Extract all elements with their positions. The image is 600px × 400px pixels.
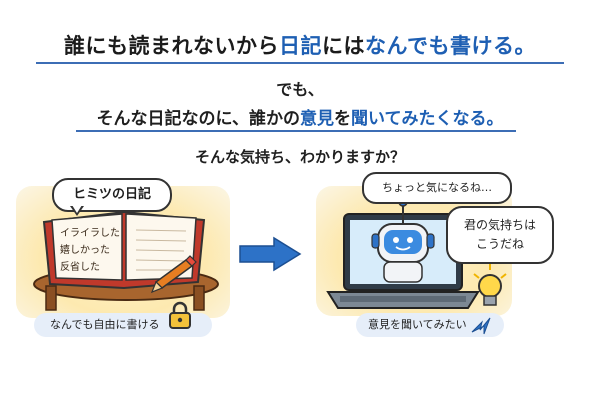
subline-underline bbox=[76, 130, 516, 132]
opinion-bubble-line1: 君の気持ちは bbox=[463, 218, 536, 232]
opinion-bubble-line2: こうだね bbox=[475, 237, 524, 251]
diary-line-1: イライラした bbox=[60, 228, 120, 239]
headline: 誰にも読まれないから日記にはなんでも書ける。 bbox=[0, 30, 600, 60]
headline-part1: 誰にも読まれないから bbox=[64, 34, 280, 58]
line3-part3: を bbox=[334, 109, 351, 129]
headline-part3: には bbox=[322, 34, 366, 58]
cursor-arrow-icon bbox=[471, 317, 491, 335]
diary-book-icon bbox=[33, 210, 219, 311]
right-arrow-icon bbox=[239, 236, 302, 272]
subline-opinion: そんな日記なのに、誰かの意見を聞いてみたくなる。 bbox=[0, 104, 600, 129]
caption-right-text: 意見を聞いてみたい bbox=[368, 318, 467, 331]
line3-part4: 聞いてみたくなる。 bbox=[351, 109, 504, 129]
caption-left-text: なんでも自由に書ける bbox=[50, 318, 160, 331]
bubble-tail-inner bbox=[72, 205, 82, 213]
laptop-icon bbox=[326, 197, 480, 309]
headline-part4: なんでも書ける。 bbox=[365, 34, 536, 58]
subline-demo: でも、 bbox=[276, 80, 324, 99]
headline-underline bbox=[36, 62, 564, 64]
diary-line-3: 反省した bbox=[60, 262, 100, 273]
headline-part2: 日記 bbox=[279, 34, 323, 58]
line3-part2: 意見 bbox=[300, 109, 334, 129]
pencil-icon bbox=[150, 255, 197, 294]
lightbulb-icon bbox=[473, 264, 507, 306]
curious-bubble: ちょっと気になるね… bbox=[362, 172, 512, 204]
opinion-bubble: 君の気持ちは こうだね bbox=[446, 206, 554, 264]
line3-part1: そんな日記なのに、誰かの bbox=[96, 109, 301, 129]
diary-line-2: 嬉しかった bbox=[60, 245, 110, 256]
question-line: そんな気持ち、わかりますか？ bbox=[194, 148, 405, 166]
padlock-icon bbox=[169, 301, 191, 329]
robot-icon bbox=[371, 197, 435, 283]
